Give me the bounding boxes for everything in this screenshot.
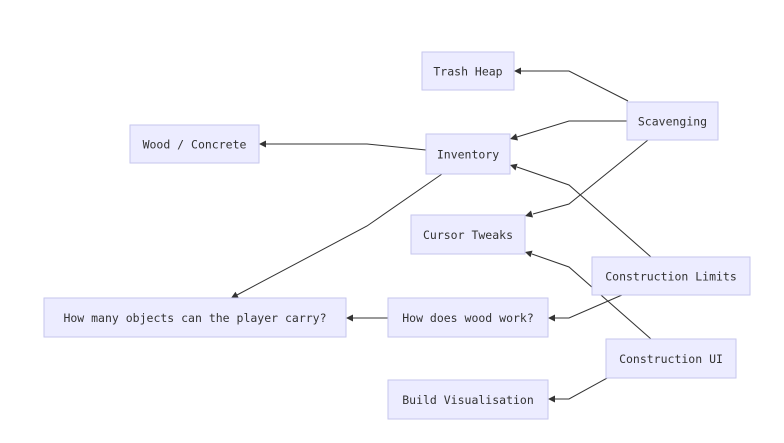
node-label: Scavenging [638,115,707,129]
node-label: Cursor Tweaks [423,228,513,242]
arrowhead-wood-work [548,314,555,322]
arrowhead-player-carry-from-inventory [231,291,239,298]
edges [231,67,652,403]
arrowhead-trash-heap [514,67,521,75]
arrowhead-inventory-from-construction-limits [510,163,518,171]
arrowhead-cursor-tweaks-from-scavenging [525,210,533,218]
edge-construction-limits-wood-work [555,294,623,319]
arrowhead-build-visualisation [548,395,555,403]
node-label: How many objects can the player carry? [63,311,326,325]
node-wood-work[interactable]: How does wood work? [387,297,549,338]
node-build-visualisation[interactable]: Build Visualisation [387,379,549,420]
edge-scavenging-cursor-tweaks [532,139,649,215]
node-label: How does wood work? [402,311,534,325]
edge-construction-limits-inventory [516,166,652,258]
edge-construction-ui-build-visualisation [555,376,610,400]
edge-construction-ui-cursor-tweaks [531,253,652,340]
arrowhead-cursor-tweaks-from-construction-ui [525,250,533,258]
node-label: Trash Heap [433,65,502,79]
node-label: Inventory [437,148,499,162]
node-wood-concrete[interactable]: Wood / Concrete [129,124,260,164]
edge-scavenging-inventory [516,120,627,138]
node-cursor-tweaks[interactable]: Cursor Tweaks [410,214,526,255]
node-label: Construction Limits [605,270,737,284]
node-label: Wood / Concrete [143,138,247,152]
node-player-carry[interactable]: How many objects can the player carry? [43,297,347,338]
edge-inventory-player-carry [236,173,443,296]
node-trash-heap[interactable]: Trash Heap [421,51,515,91]
node-label: Build Visualisation [402,393,534,407]
arrowhead-wood-concrete [259,140,266,148]
arrowhead-player-carry-from-wood-work [346,314,353,322]
node-scavenging[interactable]: Scavenging [626,101,719,141]
arrowhead-inventory-from-scavenging [510,133,518,141]
node-label: Construction UI [619,352,723,366]
edge-scavenging-trash-heap [521,70,629,102]
node-inventory[interactable]: Inventory [425,133,511,175]
edge-inventory-wood-concrete [266,143,427,151]
node-construction-limits[interactable]: Construction Limits [591,256,751,296]
node-construction-ui[interactable]: Construction UI [605,338,737,379]
